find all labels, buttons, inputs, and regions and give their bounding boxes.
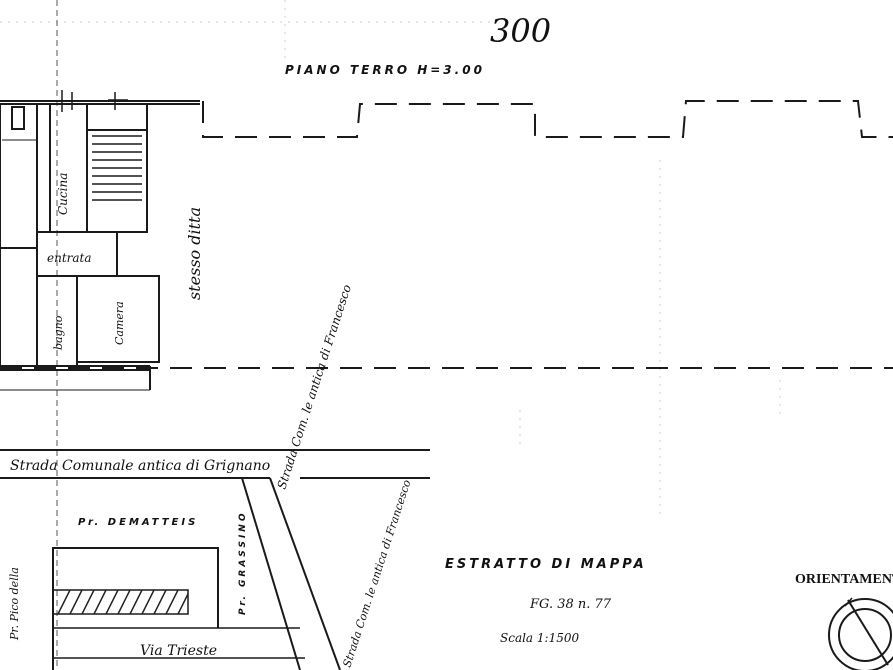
parcel-label-grassino: Pr. GRASSINO — [238, 511, 248, 615]
room-label-entrata: entrata — [47, 251, 92, 265]
floor-label: PIANO TERRO H=3.00 — [285, 63, 485, 77]
page-number: 300 — [490, 12, 551, 50]
map-extract-scale: Scala 1:1500 — [500, 631, 579, 645]
map-extract-title: ESTRATTO DI MAPPA — [445, 557, 647, 572]
street-label-strada-comunale-2: Strada Com. le antica di Francesco — [275, 283, 355, 491]
street-label-via-trieste: Via Trieste — [140, 643, 217, 659]
street-label-strada-bottom: Strada Com. le antica di Francesco — [340, 478, 413, 669]
room-label-bagno: bagno — [52, 315, 65, 350]
street-label-via-pico: Pr. Pico della — [8, 567, 21, 641]
room-label-camera: Camera — [113, 301, 126, 345]
label-stesso-ditta: stesso ditta — [185, 207, 204, 300]
map-extract-sheet-ref: FG. 38 n. 77 — [529, 597, 612, 612]
construction-lines — [0, 0, 781, 520]
dashed-outline — [0, 100, 893, 369]
compass-icon — [828, 597, 893, 670]
parcel-hatching — [57, 589, 189, 615]
street-label-strada-comunale: Strada Comunale antica di Grignano — [10, 458, 270, 474]
parcel-label-dematteis: Pr. DEMATTEIS — [78, 517, 198, 528]
street-map — [0, 449, 430, 670]
orientation-label: ORIENTAMENTO — [795, 572, 893, 587]
building-plan — [0, 90, 200, 391]
room-label-cucina: Cucina — [56, 173, 70, 215]
